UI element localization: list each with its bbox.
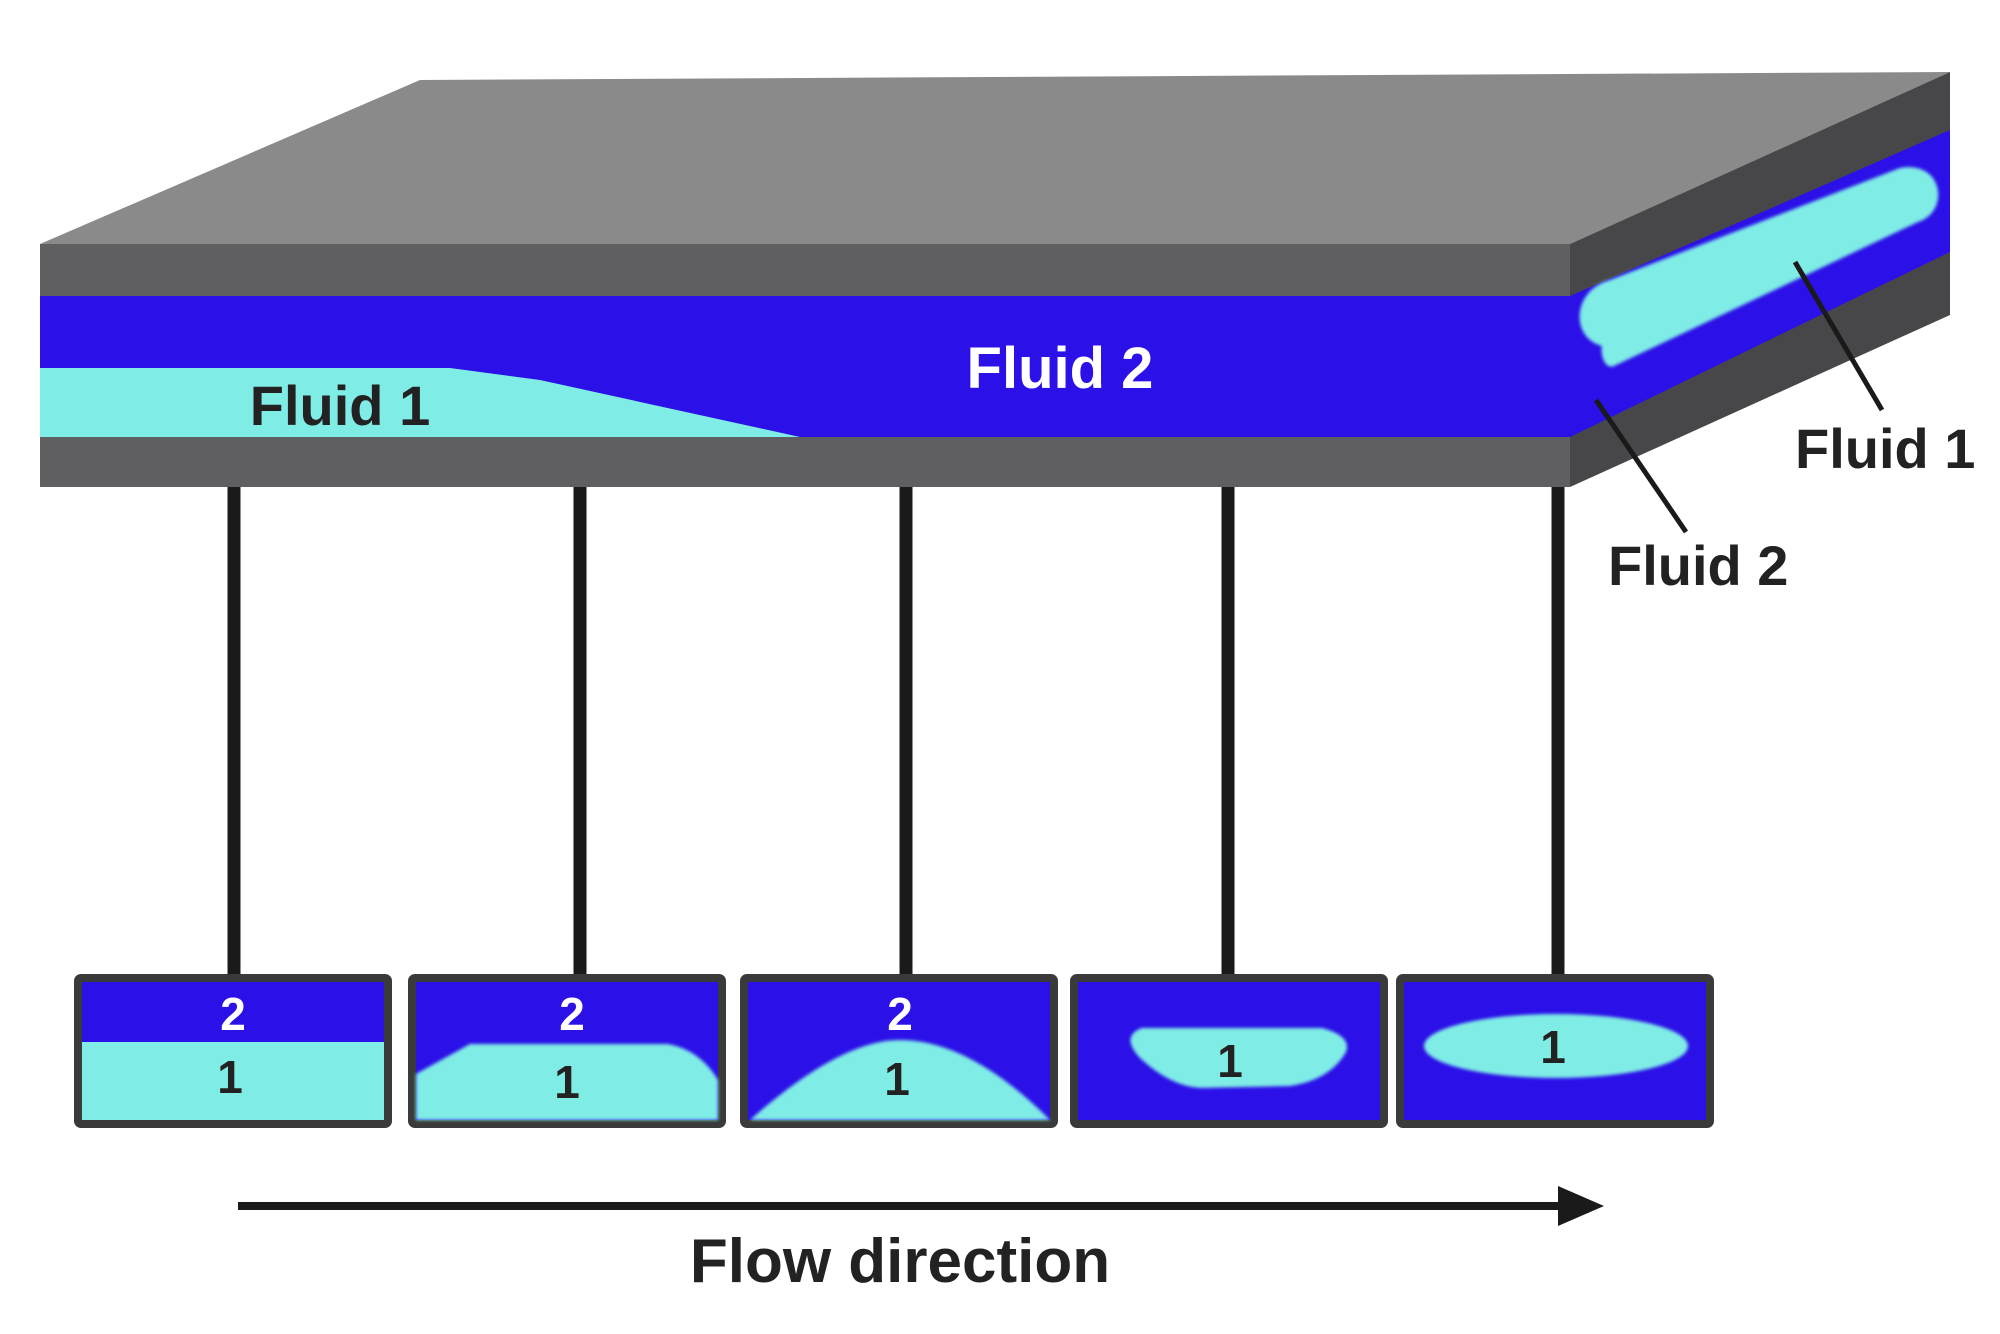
end-fluid2-label: Fluid 2 xyxy=(1608,534,1788,597)
arrow-head-icon xyxy=(1558,1186,1604,1226)
cross-section-5-fluid1 xyxy=(1424,1014,1688,1078)
cross-section-4-fluid1 xyxy=(1130,1028,1347,1088)
cross-section-2-fluid1 xyxy=(416,1044,718,1120)
cross-section-4: 1 xyxy=(1070,974,1388,1128)
channel-fluid2-label: Fluid 2 xyxy=(967,336,1154,401)
cross-section-1: 2 1 xyxy=(74,974,392,1128)
flow-direction-arrow xyxy=(238,1186,1604,1226)
cross-section-1-fluid1 xyxy=(82,1042,384,1120)
cross-section-3-fluid1 xyxy=(750,1040,1050,1120)
channel-fluid1-label: Fluid 1 xyxy=(250,374,430,437)
cross-section-3-bottom-label: 1 xyxy=(884,1053,910,1105)
cross-section-4-bottom-label: 1 xyxy=(1217,1035,1243,1087)
cross-section-2-top-label: 2 xyxy=(559,988,585,1040)
end-face-fluid1-slug xyxy=(1579,167,1939,367)
cross-section-3: 2 1 xyxy=(740,974,1058,1128)
channel-front-wall-bottom xyxy=(40,437,1570,487)
cross-section-5-bottom-label: 1 xyxy=(1540,1021,1566,1073)
channel-fluid1-wedge xyxy=(40,368,800,437)
channel-front-wall-top xyxy=(40,244,1570,296)
flow-direction-label: Flow direction xyxy=(690,1227,1110,1296)
channel-top-face xyxy=(40,72,1950,244)
leader-line-fluid1 xyxy=(1792,260,1885,412)
end-fluid1-label: Fluid 1 xyxy=(1795,417,1975,480)
cross-section-5: 1 xyxy=(1396,974,1714,1128)
cross-section-1-bottom-label: 1 xyxy=(217,1051,243,1103)
cross-section-1-top-label: 2 xyxy=(220,988,246,1040)
cross-section-3-top-label: 2 xyxy=(887,988,913,1040)
leader-line-fluid2 xyxy=(1593,398,1689,534)
cross-section-2: 2 1 xyxy=(408,974,726,1128)
cross-section-2-bottom-label: 1 xyxy=(554,1056,580,1108)
